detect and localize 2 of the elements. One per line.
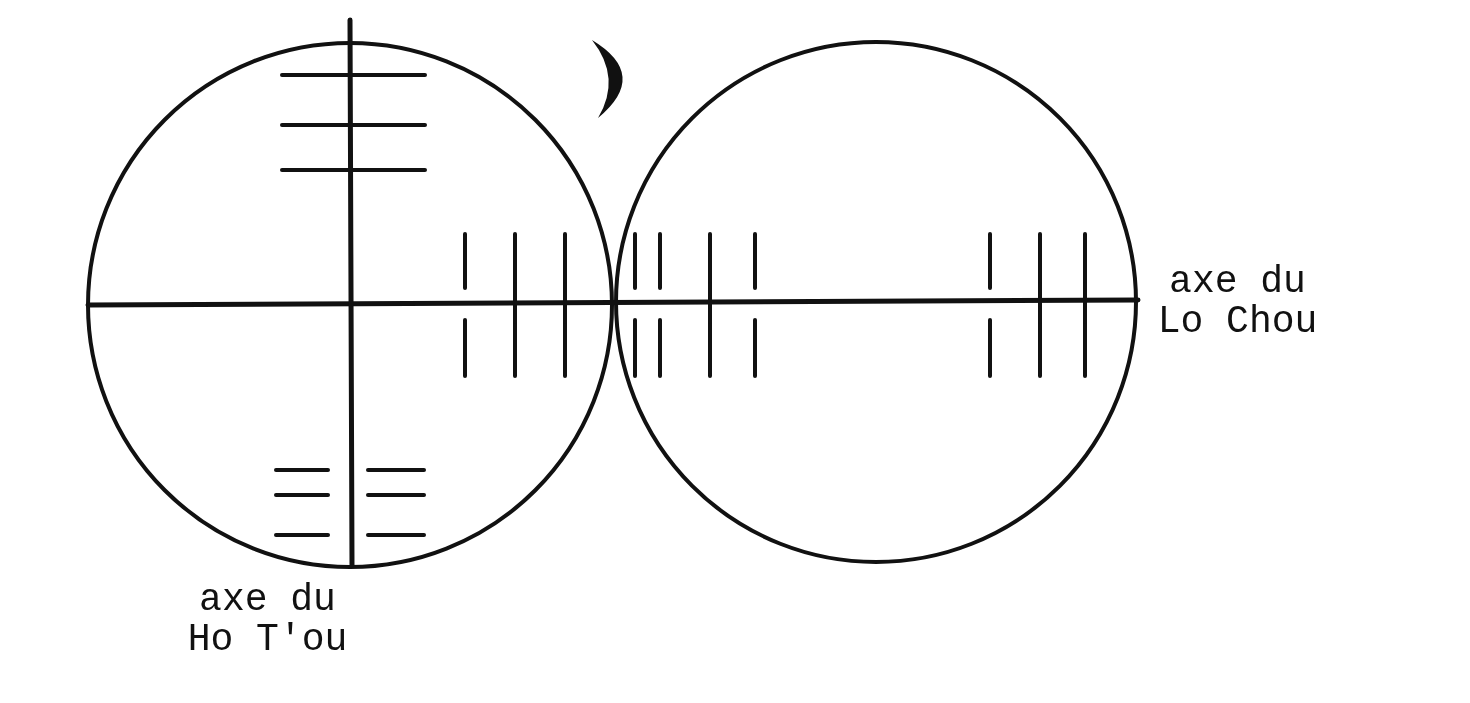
axis-label: axe du Ho T'ou — [186, 580, 349, 660]
axis-label: axe du Lo Chou — [1156, 262, 1319, 342]
